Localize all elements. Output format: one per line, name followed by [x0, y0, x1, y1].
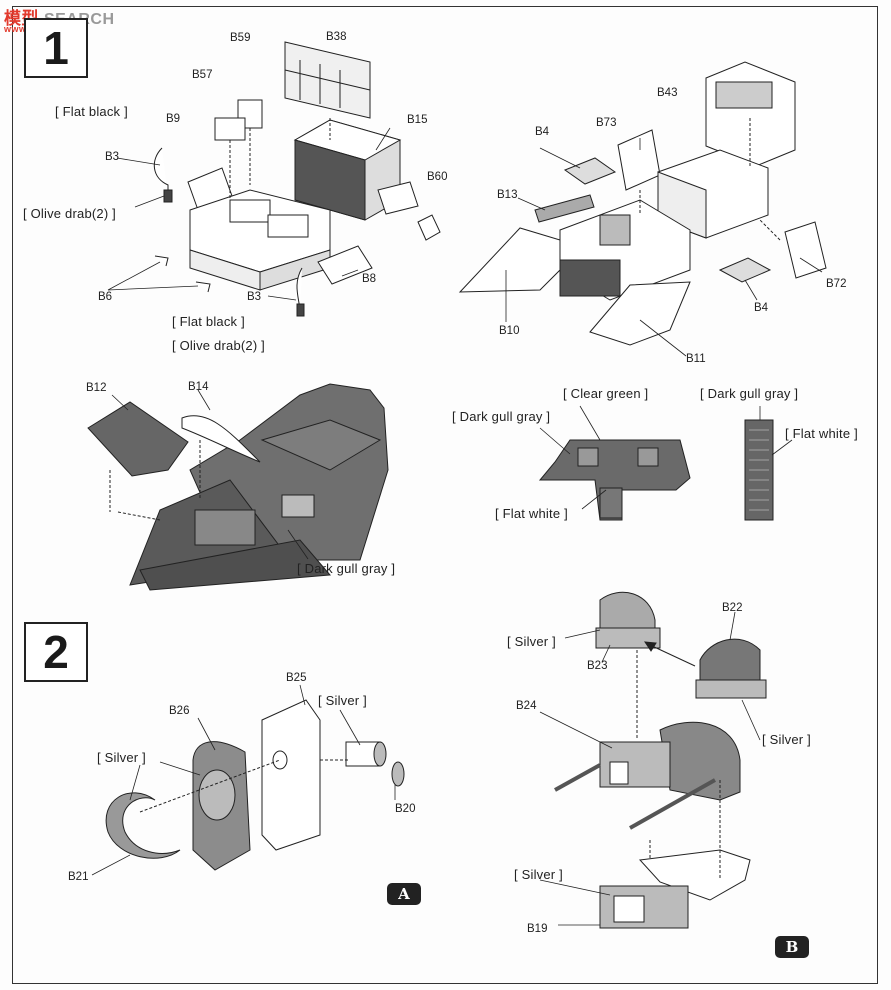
part-b38: B38	[326, 31, 347, 43]
part-b26: B26	[169, 705, 190, 717]
part-b3-upper: B3	[105, 151, 120, 163]
leader-lines	[91, 127, 823, 926]
part-b13: B13	[497, 189, 518, 201]
instrument-panels	[538, 419, 774, 521]
step2-b-artwork	[554, 591, 767, 929]
part-b9: B9	[166, 113, 181, 125]
page-frame	[12, 6, 878, 984]
paint-dark-gull-gray-strip: [ Dark gull gray ]	[700, 386, 799, 401]
part-b73: B73	[596, 117, 617, 129]
paint-flat-black-1: [ Flat black ]	[55, 104, 128, 119]
paint-dark-gull-gray-tub: [ Dark gull gray ]	[297, 561, 396, 576]
paint-dark-gull-gray-panel: [ Dark gull gray ]	[452, 409, 551, 424]
badge-a-label: A	[398, 885, 410, 903]
paint-silver-b-2: [ Silver ]	[762, 732, 811, 747]
step-2-box: 2	[24, 622, 88, 682]
step2-a-artwork	[105, 699, 405, 871]
part-b10: B10	[499, 325, 520, 337]
part-b15: B15	[407, 114, 428, 126]
paint-olive-drab-1: [ Olive drab(2) ]	[23, 206, 116, 221]
part-b43: B43	[657, 87, 678, 99]
part-b11: B11	[686, 353, 706, 365]
part-b59: B59	[230, 32, 251, 44]
paint-flat-white-strip: [ Flat white ]	[785, 426, 858, 441]
part-b20: B20	[395, 803, 416, 815]
badge-a: A	[387, 883, 421, 905]
part-b57: B57	[192, 69, 213, 81]
part-b22: B22	[722, 602, 743, 614]
badge-b: B	[775, 936, 809, 958]
part-b4-lower: B4	[754, 302, 769, 314]
step1-right-exploded	[458, 61, 827, 346]
step-2-number: 2	[43, 626, 69, 678]
paint-silver-b-3: [ Silver ]	[514, 867, 563, 882]
part-b23: B23	[587, 660, 608, 672]
paint-silver-a-1: [ Silver ]	[318, 693, 367, 708]
part-b12: B12	[86, 382, 107, 394]
part-b6: B6	[98, 291, 113, 303]
paint-olive-drab-2: [ Olive drab(2) ]	[172, 338, 265, 353]
paint-clear-green: [ Clear green ]	[563, 386, 649, 401]
badge-b-label: B	[785, 938, 799, 956]
part-b8: B8	[362, 273, 377, 285]
paint-silver-b-1: [ Silver ]	[507, 634, 556, 649]
step1-left-exploded	[153, 41, 441, 317]
part-b21: B21	[68, 871, 89, 883]
paint-flat-white-panel: [ Flat white ]	[495, 506, 568, 521]
part-b25: B25	[286, 672, 307, 684]
part-b4-upper: B4	[535, 126, 550, 138]
step-1-box: 1	[24, 18, 88, 78]
step-1-number: 1	[43, 22, 69, 74]
part-b72: B72	[826, 278, 847, 290]
part-b3-lower: B3	[247, 291, 262, 303]
paint-flat-black-2: [ Flat black ]	[172, 314, 245, 329]
part-b60: B60	[427, 171, 448, 183]
part-b14: B14	[188, 381, 209, 393]
part-b19: B19	[527, 923, 548, 935]
step1-assembled-tub	[87, 383, 389, 591]
paint-silver-a-2: [ Silver ]	[97, 750, 146, 765]
part-b24: B24	[516, 700, 537, 712]
